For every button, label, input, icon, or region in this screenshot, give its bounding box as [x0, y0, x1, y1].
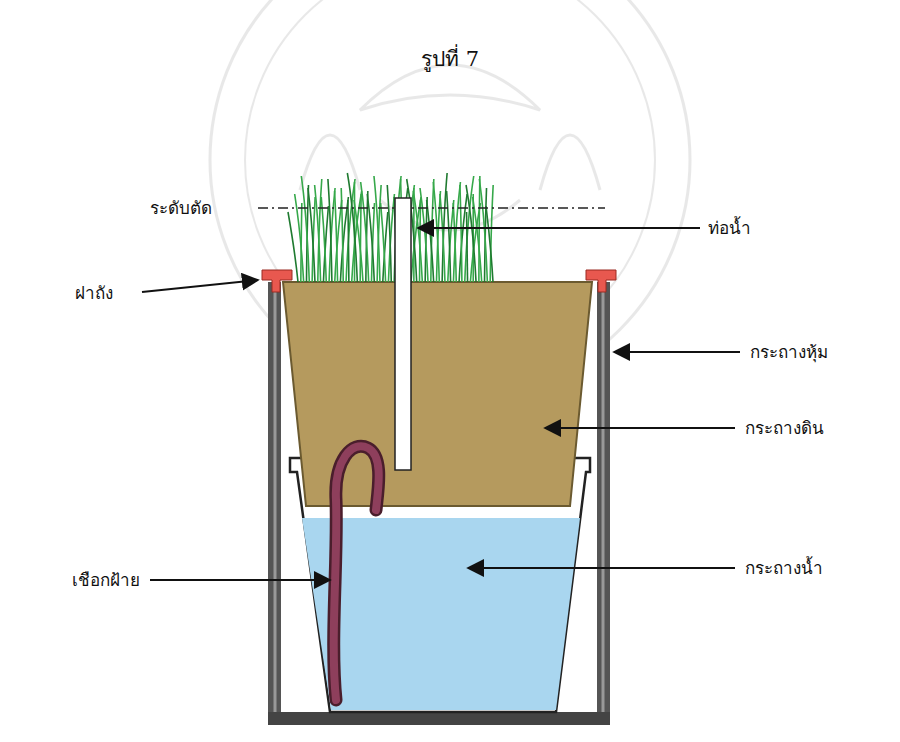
part-label: กระถางดิน — [745, 418, 824, 438]
part-label: กระถางหุ้ม — [750, 342, 828, 362]
part-label: กระถางน้ำ — [745, 558, 823, 578]
outer-pot — [268, 282, 610, 725]
part-label: ท่อน้ำ — [708, 218, 751, 238]
part-label: ระดับตัด — [150, 198, 212, 218]
cotton-rope-inner — [334, 446, 379, 700]
cotton-rope — [334, 446, 379, 700]
cut-level-line — [258, 207, 605, 209]
soil-pot — [283, 282, 592, 506]
part-label: ฝาถัง — [75, 283, 113, 303]
leader-arrows — [142, 228, 740, 580]
water-pipe — [395, 198, 411, 470]
part-label: เชือกฝ้าย — [72, 570, 140, 590]
figure-title: รูปที่ 7 — [421, 42, 479, 75]
